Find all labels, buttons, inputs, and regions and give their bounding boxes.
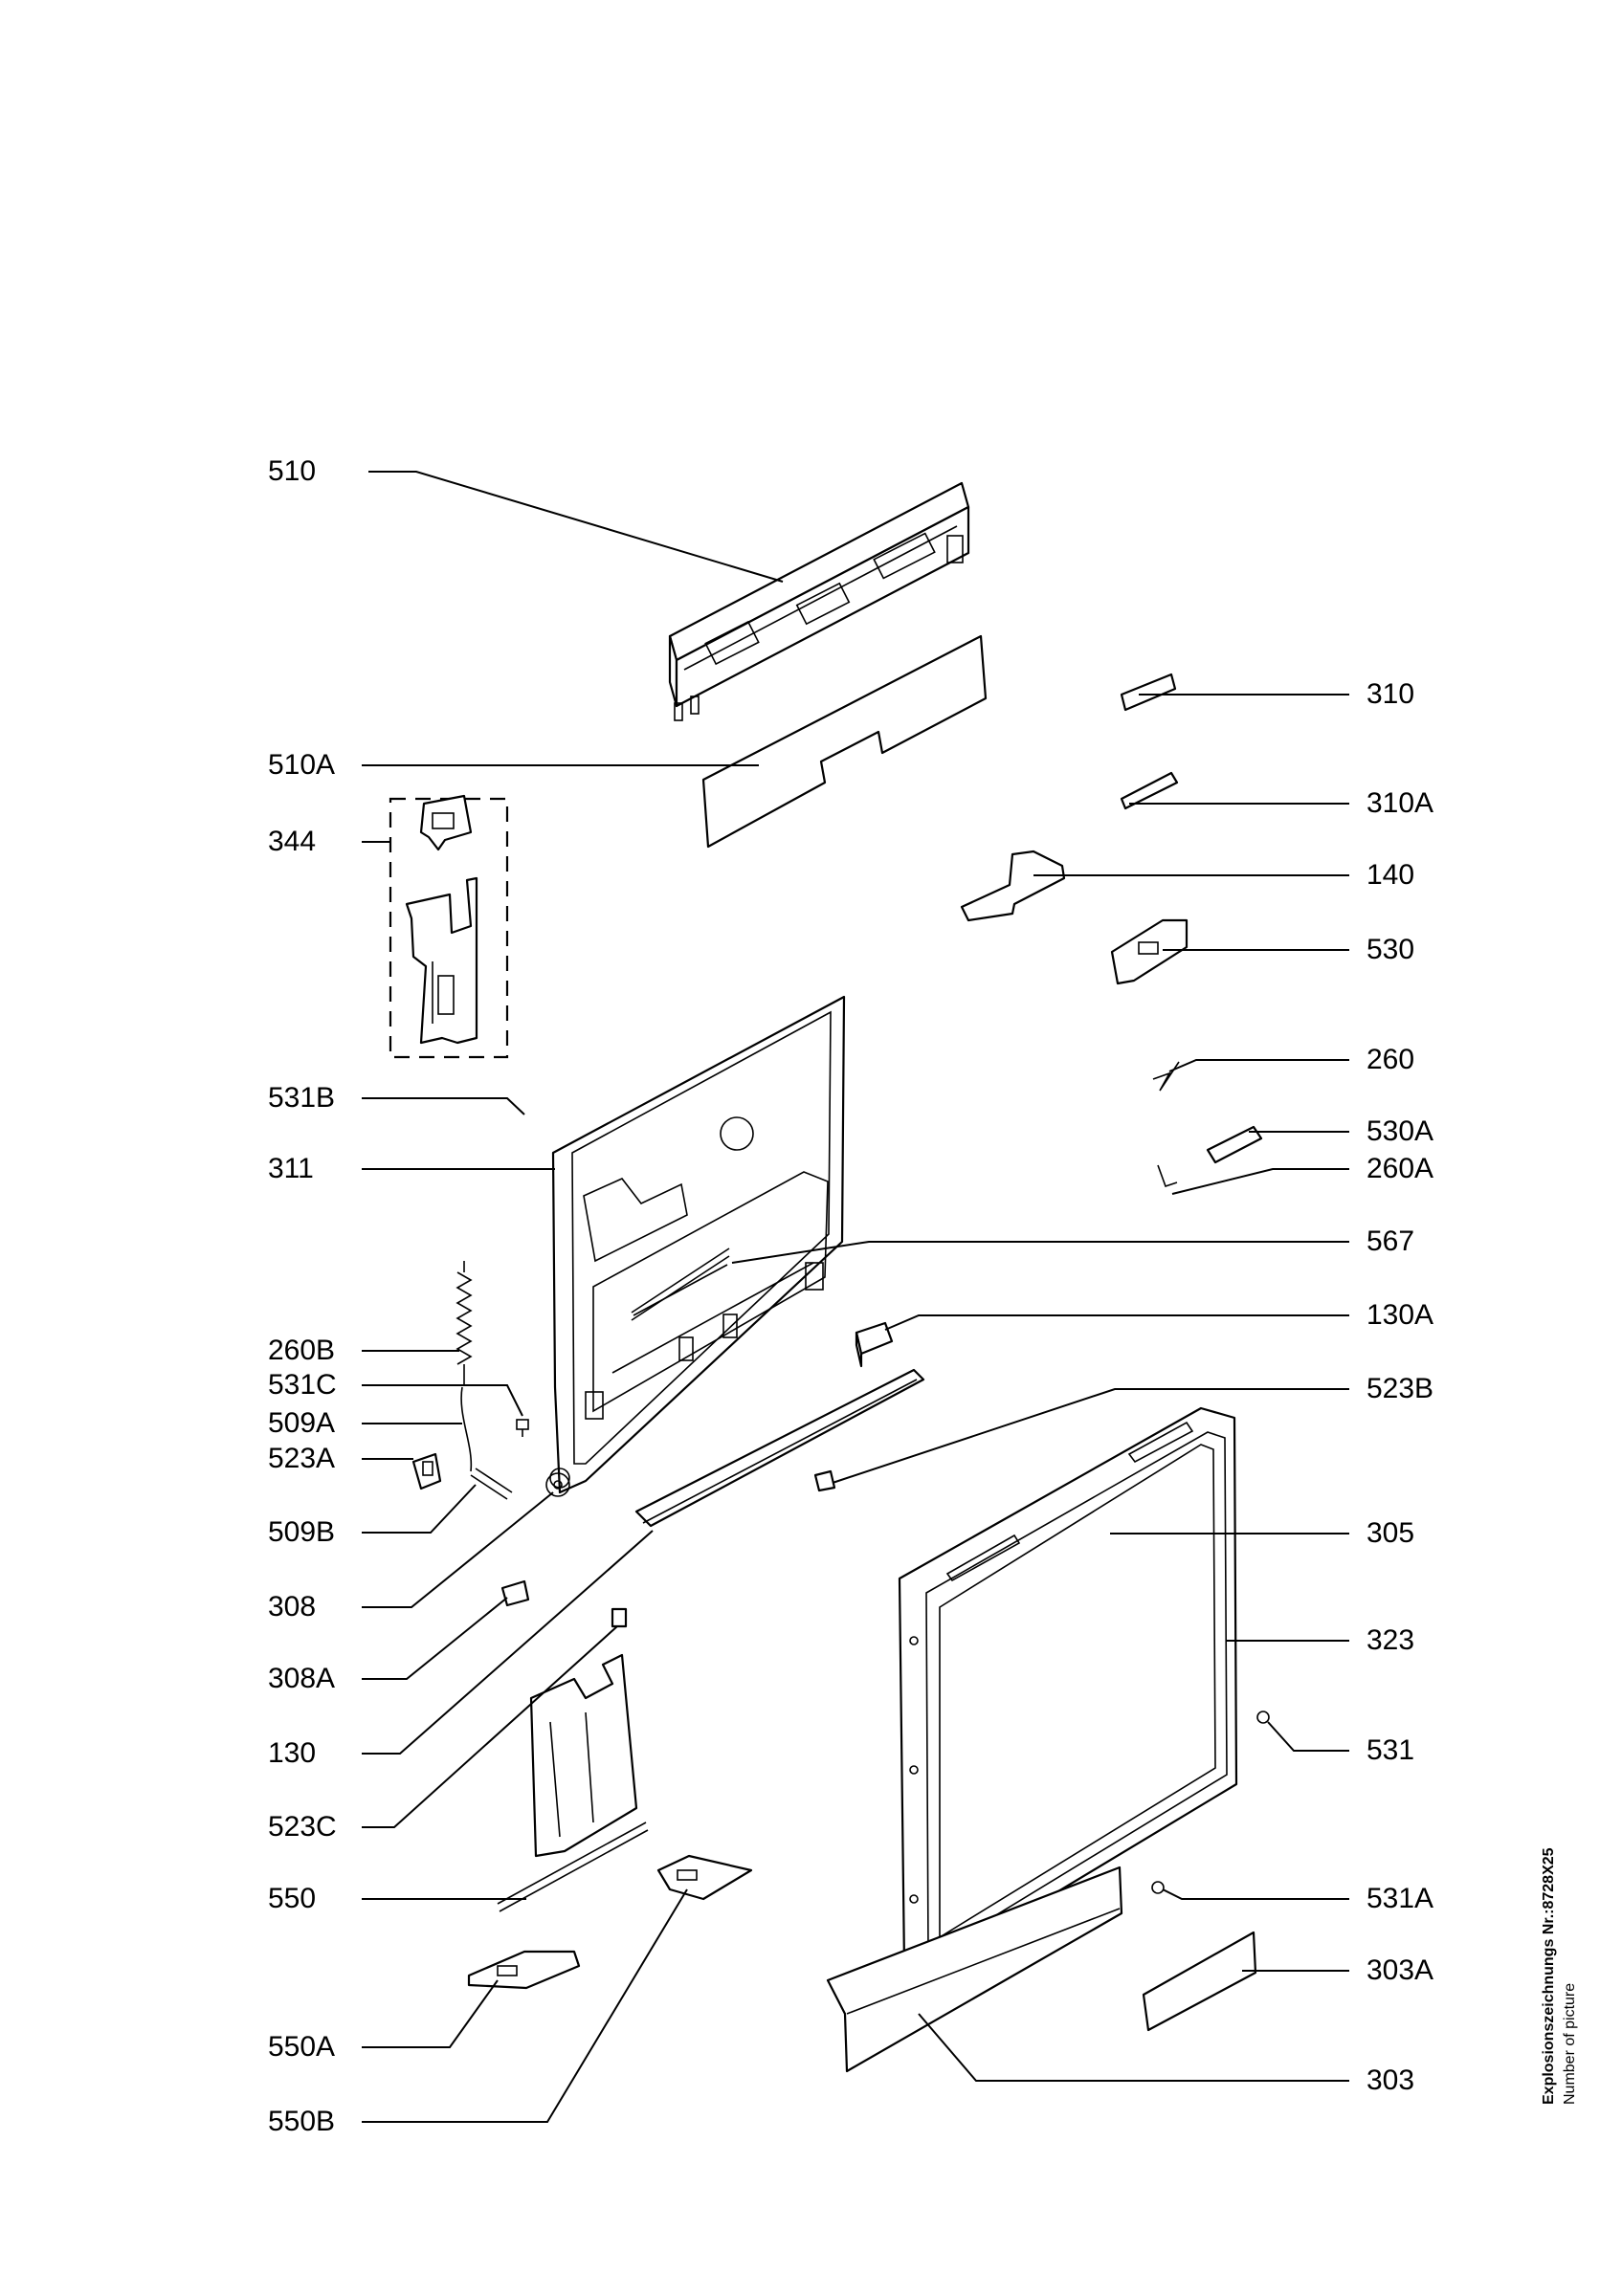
part-509A-wire <box>460 1386 473 1472</box>
part-303A-strip <box>1142 1931 1257 2032</box>
label-510: 510 <box>268 455 316 487</box>
part-550-bracket <box>497 1653 649 1912</box>
part-130-bottom-rail <box>634 1368 925 1528</box>
part-260A-spring <box>1157 1164 1178 1188</box>
part-510-control-housing <box>668 481 970 721</box>
label-308: 308 <box>268 1591 316 1623</box>
label-510A: 510A <box>268 749 335 781</box>
labels-left: 510 510A 344 531B 311 260B 531C 509A 523… <box>268 455 337 2137</box>
label-523B: 523B <box>1366 1373 1433 1404</box>
label-308A: 308A <box>268 1663 335 1694</box>
part-308A-bracket <box>500 1579 530 1607</box>
part-509B-rod <box>470 1468 513 1500</box>
label-140: 140 <box>1366 859 1414 891</box>
part-531C-screw <box>516 1419 529 1437</box>
label-323: 323 <box>1366 1624 1414 1656</box>
part-308-hinge <box>545 1472 570 1497</box>
part-130A-block <box>855 1321 894 1368</box>
label-531C: 531C <box>268 1369 337 1401</box>
part-523C-clip <box>611 1607 628 1628</box>
part-344-hinge-group <box>389 794 509 1059</box>
label-260B: 260B <box>268 1335 335 1366</box>
leader-lines <box>362 471 1349 2123</box>
label-550: 550 <box>268 1883 316 1914</box>
label-550B: 550B <box>268 2106 335 2137</box>
part-523A-clip <box>411 1452 442 1490</box>
label-305: 305 <box>1366 1517 1414 1549</box>
label-130: 130 <box>268 1737 316 1769</box>
label-344: 344 <box>268 826 316 857</box>
label-303A: 303A <box>1366 1954 1433 1986</box>
part-310A-clip <box>1120 771 1179 810</box>
label-567: 567 <box>1366 1225 1414 1257</box>
label-530A: 530A <box>1366 1115 1433 1147</box>
part-523B-clip <box>813 1469 836 1492</box>
label-260: 260 <box>1366 1044 1414 1075</box>
label-310A: 310A <box>1366 787 1433 819</box>
label-523C: 523C <box>268 1811 337 1843</box>
part-260-spring <box>1152 1061 1180 1092</box>
label-550A: 550A <box>268 2031 335 2063</box>
label-509B: 509B <box>268 1516 335 1548</box>
part-311-inner-door <box>549 995 846 1494</box>
drawing-number: Explosionszeichnungs Nr.:8728X25 <box>1541 1847 1557 2105</box>
label-530: 530 <box>1366 934 1414 965</box>
side-caption: Explosionszeichnungs Nr.:8728X25 Number … <box>1541 1847 1578 2105</box>
label-523A: 523A <box>268 1443 335 1474</box>
label-130A: 130A <box>1366 1299 1433 1331</box>
part-510A-panel-strip <box>701 634 988 849</box>
label-310: 310 <box>1366 678 1414 710</box>
part-530A-clip <box>1206 1125 1263 1164</box>
label-303: 303 <box>1366 2064 1414 2096</box>
part-531A-screw <box>1151 1881 1165 1894</box>
part-550A-bracket <box>467 1950 581 1990</box>
label-509A: 509A <box>268 1407 335 1439</box>
part-260B-spring <box>455 1261 473 1385</box>
part-550B-bracket <box>656 1854 753 1901</box>
part-531-screw <box>1256 1711 1270 1724</box>
label-531: 531 <box>1366 1734 1414 1766</box>
part-140-holder <box>960 850 1066 922</box>
label-531A: 531A <box>1366 1883 1433 1914</box>
label-311: 311 <box>268 1153 314 1184</box>
part-310-clip <box>1120 673 1177 712</box>
label-531B: 531B <box>268 1082 335 1114</box>
labels-right: 310 310A 140 530 260 530A 260A 567 130A … <box>1366 678 1433 2096</box>
label-260A: 260A <box>1366 1153 1433 1184</box>
drawing-number-caption: Number of picture <box>1562 1983 1578 2105</box>
part-530-latch <box>1110 918 1189 985</box>
part-303-kickplate <box>826 1866 1123 2073</box>
part-305-outer-door <box>898 1406 1238 1973</box>
part-567-rail <box>633 1264 728 1316</box>
